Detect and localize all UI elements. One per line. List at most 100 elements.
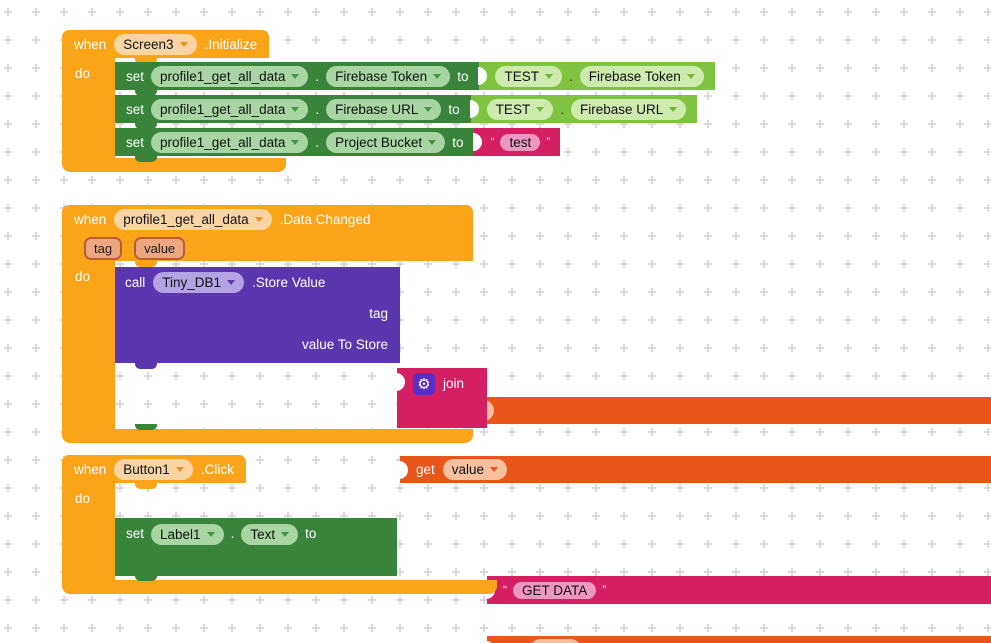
property-dropdown-firebase-token[interactable]: Firebase Token xyxy=(579,65,704,87)
chevron-down-icon xyxy=(175,466,184,472)
arg-label-tag: tag xyxy=(369,306,388,321)
component-dropdown-profile1[interactable]: profile1_get_all_data xyxy=(114,209,272,230)
chevron-down-icon xyxy=(254,217,263,222)
property-dropdown-firebase-url[interactable]: Firebase URL xyxy=(570,98,687,120)
chevron-down-icon xyxy=(291,73,300,79)
do-label: do xyxy=(75,491,91,506)
join-label: join xyxy=(443,376,465,391)
call-label: call xyxy=(125,275,146,290)
text-string-block-get-data[interactable]: “ GET DATA ” xyxy=(486,576,991,604)
to-label: to xyxy=(305,526,317,541)
to-label: to xyxy=(457,68,469,84)
set-label: set xyxy=(126,101,145,117)
property-dropdown-project-bucket[interactable]: Project Bucket xyxy=(326,131,446,153)
join-block[interactable]: ⚙ join xyxy=(396,368,487,428)
statement-notch xyxy=(135,424,157,430)
statement-notch xyxy=(135,575,157,581)
when-data-changed-block[interactable]: when profile1_get_all_data .Data Changed… xyxy=(62,205,473,261)
chevron-down-icon xyxy=(686,73,695,79)
do-label: do xyxy=(75,66,91,81)
text-field[interactable]: test xyxy=(500,133,541,151)
param-badge-tag[interactable]: tag xyxy=(84,236,123,260)
chevron-down-icon xyxy=(179,41,188,47)
when-screen3-bottom[interactable] xyxy=(62,158,286,172)
dot-separator: . xyxy=(568,68,573,84)
open-quote: “ xyxy=(490,135,495,149)
set-firebase-url-block[interactable]: set profile1_get_all_data . Firebase URL… xyxy=(115,95,471,123)
set-label1-text-block[interactable]: set Label1 . Text to xyxy=(115,518,397,576)
event-name-label: .Data Changed xyxy=(279,212,371,227)
do-label: do xyxy=(75,269,91,284)
property-dropdown-text[interactable]: Text xyxy=(241,524,299,545)
dot-separator: . xyxy=(315,134,320,150)
set-label: set xyxy=(126,134,145,150)
statement-notch xyxy=(135,90,157,96)
close-quote: ” xyxy=(602,583,607,597)
when-button1-do-spine[interactable]: do xyxy=(62,483,115,580)
chevron-down-icon xyxy=(291,106,300,112)
variable-dropdown-value[interactable]: value xyxy=(442,459,508,480)
statement-notch xyxy=(135,58,157,64)
component-dropdown-label1[interactable]: Label1 xyxy=(151,524,224,545)
to-label: to xyxy=(452,134,464,150)
chevron-down-icon xyxy=(544,73,553,79)
component-dropdown-profile1[interactable]: profile1_get_all_data xyxy=(151,98,309,120)
when-label: when xyxy=(74,461,107,477)
when-screen3-initialize-block[interactable]: when Screen3 .Initialize xyxy=(62,30,270,58)
component-dropdown-profile1[interactable]: profile1_get_all_data xyxy=(151,131,309,153)
dot-separator: . xyxy=(560,101,564,117)
when-screen3-do-spine[interactable]: do xyxy=(62,58,115,158)
get-label: get xyxy=(416,462,435,477)
event-name-label: .Initialize xyxy=(204,36,258,52)
get-tag-block[interactable]: get tag xyxy=(399,397,991,424)
to-label: to xyxy=(448,101,460,117)
set-label: set xyxy=(126,68,145,84)
component-dropdown-tinydb1[interactable]: Tiny_DB1 xyxy=(153,272,245,293)
arg-label-value-to-store: value To Store xyxy=(301,337,388,352)
chevron-down-icon xyxy=(433,73,442,79)
statement-notch xyxy=(135,156,157,162)
dot-separator: . xyxy=(230,526,235,541)
component-dropdown-test[interactable]: TEST xyxy=(486,98,554,120)
open-quote: “ xyxy=(503,583,507,597)
set-firebase-token-block[interactable]: set profile1_get_all_data . Firebase Tok… xyxy=(115,62,480,90)
component-dropdown-profile1[interactable]: profile1_get_all_data xyxy=(151,65,309,87)
when-data-changed-do-spine[interactable]: do xyxy=(62,261,115,429)
close-quote: ” xyxy=(546,135,551,149)
method-name-label: .Store Value xyxy=(252,275,326,290)
dot-separator: . xyxy=(315,68,320,84)
component-dropdown-test[interactable]: TEST xyxy=(495,65,562,87)
chevron-down-icon xyxy=(227,280,236,285)
get-tag-block[interactable]: get tag xyxy=(486,636,991,643)
property-dropdown-firebase-url[interactable]: Firebase URL xyxy=(326,98,442,120)
get-value-block[interactable]: get value xyxy=(399,456,991,483)
text-field[interactable]: GET DATA xyxy=(513,581,597,599)
chevron-down-icon xyxy=(669,106,678,112)
when-button1-click-block[interactable]: when Button1 .Click xyxy=(62,455,246,483)
property-dropdown-firebase-token[interactable]: Firebase Token xyxy=(326,65,451,87)
mutator-gear-icon[interactable]: ⚙ xyxy=(413,373,435,395)
get-test-firebase-url-block[interactable]: TEST . Firebase URL xyxy=(469,95,698,123)
statement-notch xyxy=(135,123,157,129)
variable-dropdown-tag[interactable]: tag xyxy=(529,639,581,643)
when-label: when xyxy=(74,36,107,52)
chevron-down-icon xyxy=(424,106,433,112)
param-badge-value[interactable]: value xyxy=(134,236,186,260)
chevron-down-icon xyxy=(206,532,215,537)
chevron-down-icon xyxy=(490,467,499,472)
statement-notch xyxy=(135,363,157,369)
text-string-block[interactable]: “ test ” xyxy=(473,128,561,156)
component-dropdown-button1[interactable]: Button1 xyxy=(114,458,193,480)
when-data-changed-bottom[interactable] xyxy=(62,429,473,443)
get-test-firebase-token-block[interactable]: TEST . Firebase Token xyxy=(478,62,715,90)
set-label: set xyxy=(126,526,145,541)
when-button1-bottom[interactable] xyxy=(62,580,497,594)
component-dropdown-screen3[interactable]: Screen3 xyxy=(114,33,197,55)
call-store-value-block[interactable]: call Tiny_DB1 .Store Value tag value To … xyxy=(115,267,400,363)
chevron-down-icon xyxy=(281,532,290,537)
chevron-down-icon xyxy=(428,139,437,145)
chevron-down-icon xyxy=(291,139,300,145)
statement-notch xyxy=(135,261,157,267)
set-project-bucket-block[interactable]: set profile1_get_all_data . Project Buck… xyxy=(115,128,475,156)
